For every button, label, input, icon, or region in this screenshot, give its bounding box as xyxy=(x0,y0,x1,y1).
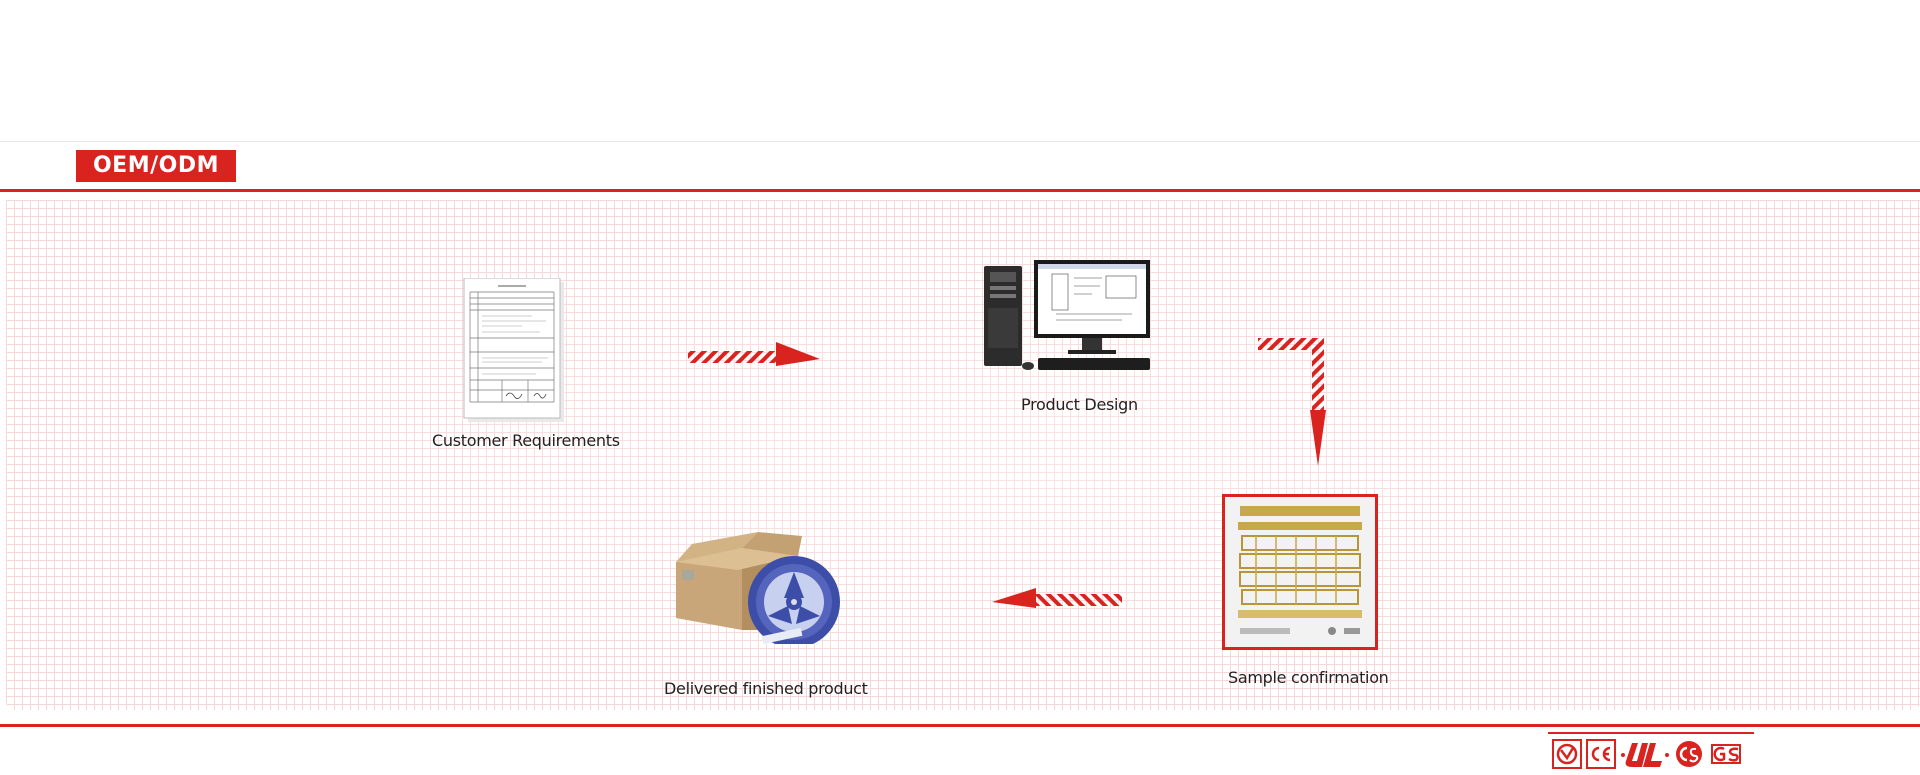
gs-mark-icon xyxy=(1708,739,1744,769)
delivered-product-image xyxy=(672,522,844,649)
step-label-delivered-product: Delivered finished product xyxy=(664,679,868,698)
computer-image xyxy=(982,258,1154,381)
step-label-customer-requirements: Customer Requirements xyxy=(432,431,620,450)
red-rule-top xyxy=(0,189,1920,192)
arrow-down-icon xyxy=(1258,336,1330,473)
step-label-product-design: Product Design xyxy=(1021,395,1138,414)
ce-mark-icon xyxy=(1586,739,1616,769)
csa-mark-icon xyxy=(1674,739,1704,769)
certification-marks xyxy=(1552,739,1744,769)
cert-divider xyxy=(1548,732,1754,734)
document-image xyxy=(462,277,568,429)
ul-mark-icon xyxy=(1620,739,1670,769)
header-divider xyxy=(0,141,1920,142)
arrow-right-icon xyxy=(688,342,820,373)
cqc-mark-icon xyxy=(1552,739,1582,769)
process-panel xyxy=(6,200,1920,710)
step-label-sample-confirmation: Sample confirmation xyxy=(1228,668,1389,687)
section-tag: OEM/ODM xyxy=(76,150,236,182)
sample-image xyxy=(1222,494,1378,655)
arrow-left-icon xyxy=(992,586,1122,615)
red-rule-bottom xyxy=(0,724,1920,727)
